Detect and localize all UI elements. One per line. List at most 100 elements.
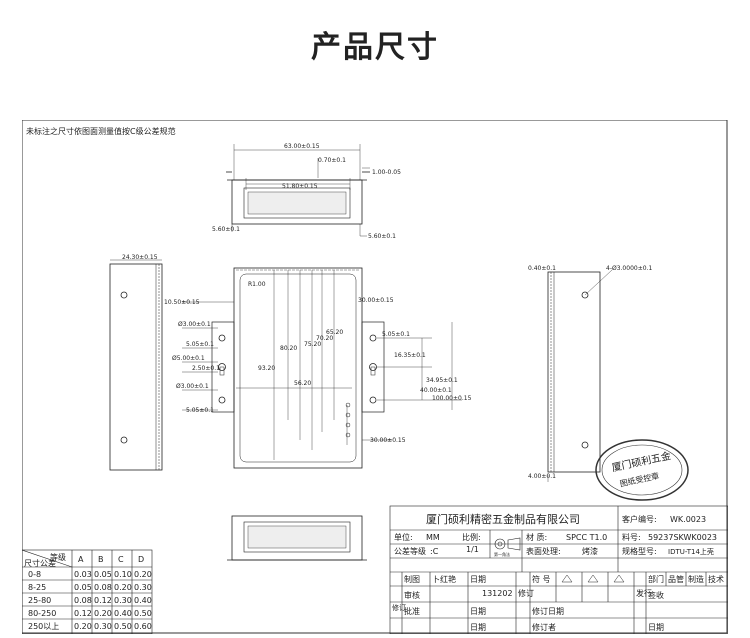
date-value: 131202: [482, 589, 513, 598]
dim-top-width: 63.00±0.15: [284, 143, 320, 150]
date-label-1: 日期: [470, 575, 486, 584]
tol-cell: 0.05: [94, 570, 112, 579]
dim-front-5-05r: 5.05±0.1: [382, 331, 410, 338]
first-angle-symbol: [494, 537, 521, 551]
spec-value: IDTU-T14上壳: [668, 547, 714, 556]
dept-0: 部门: [648, 574, 664, 584]
surface-label: 表面处理:: [526, 546, 561, 556]
tol-cell: 0.40: [134, 596, 152, 605]
dim-front-34: 34.95±0.1: [426, 377, 458, 384]
material-label: 材 质:: [526, 532, 547, 542]
tolerance-table: [21, 549, 153, 635]
tol-cell: 0.12: [94, 596, 112, 605]
tol-cell: 0.03: [74, 570, 92, 579]
dim-front-70: 70.20: [316, 335, 333, 342]
dept-2: 制造: [688, 574, 704, 584]
unit-label: 单位:: [394, 532, 413, 542]
tol-header-d: D: [138, 555, 144, 564]
part-no-label: 料号:: [622, 532, 641, 542]
tol-cell: 0.05: [74, 583, 92, 592]
dim-top-d2: 1.00-0.05: [372, 169, 401, 176]
dim-front-10-5: 10.50±0.15: [164, 299, 200, 306]
dim-front-hole3: Ø3.00±0.1: [176, 383, 209, 390]
reviser-label: 修订者: [532, 622, 556, 632]
scale-value: 1/1: [466, 545, 479, 554]
customer-no-label: 客户编号:: [622, 514, 657, 524]
general-note: 未标注之尺寸依图面测量值按C级公差规范: [26, 126, 176, 136]
dim-right-hole: 4-Ø3.0000±0.1: [606, 265, 652, 272]
tol-cell: 0.20: [74, 622, 92, 631]
tol-cell: 0.30: [94, 622, 112, 631]
dim-front-16: 16.35±0.1: [394, 352, 426, 359]
dim-front-93: 93.20: [258, 365, 275, 372]
tol-cell: 0.10: [114, 570, 132, 579]
customer-no: WK.0023: [670, 515, 706, 524]
dim-top-inner: 51.80±0.15: [282, 183, 318, 190]
tol-cell: 0.20: [94, 609, 112, 618]
drawing-border: [21, 119, 728, 634]
date-label-3: 日期: [470, 623, 486, 632]
symbol-label: 符 号: [532, 574, 551, 584]
dim-front-5-05b: 5.05±0.1: [186, 407, 214, 414]
dim-top-d1: 0.70±0.1: [318, 157, 346, 164]
tol-header-c: C: [118, 555, 124, 564]
surface-value: 烤漆: [582, 546, 598, 556]
part-no: 59237SKWK0023: [648, 533, 717, 542]
dim-front-r: R1.00: [248, 281, 266, 288]
front-view: [182, 267, 462, 469]
dim-front-40: 40.00±0.1: [420, 387, 452, 394]
approve-label: 批准: [404, 606, 420, 616]
unit-value: MM: [426, 533, 440, 542]
tol-grade-label: 公差等级: [394, 546, 426, 556]
dim-front-80: 80.20: [280, 345, 297, 352]
tol-cell: 0.30: [134, 583, 152, 592]
spec-label: 规格型号:: [622, 546, 657, 556]
dim-front-100: 100.00±0.15: [432, 395, 472, 402]
sign-label: 签收: [648, 590, 664, 600]
review-label: 审核: [404, 590, 420, 600]
symbol-caption: 第一角法: [494, 551, 510, 557]
company-name: 厦门硕利精密五金制品有限公司: [426, 512, 580, 526]
dim-right-t: 0.40±0.1: [528, 265, 556, 272]
draw-label: 制图: [404, 574, 420, 584]
dim-front-75: 75.20: [304, 341, 321, 348]
dim-front-2-5: 2.50±0.1: [192, 365, 220, 372]
tol-range: 80-250: [28, 609, 56, 618]
stamp-sub: 图纸受控章: [619, 470, 660, 488]
tol-range: 8-25: [28, 583, 46, 592]
page-title: 产品尺寸: [311, 30, 439, 65]
control-stamp: [595, 439, 689, 501]
tol-range: 0-8: [28, 570, 41, 579]
release-label: 发行: [636, 588, 652, 598]
side-revise: 修订: [392, 603, 406, 612]
top-view: [226, 144, 370, 237]
tol-headers: A B C D: [78, 555, 144, 564]
material-value: SPCC T1.0: [566, 533, 607, 542]
tol-cell: 0.12: [74, 609, 92, 618]
tol-corner-bottom: 尺寸公差: [24, 558, 56, 568]
tol-cell: 0.40: [114, 609, 132, 618]
dim-front-hole1: Ø3.00±0.1: [178, 321, 211, 328]
tol-grade: :C: [430, 547, 439, 556]
dim-front-30-bot: 30.00±0.15: [370, 437, 406, 444]
dim-front-56: 56.20: [294, 380, 311, 387]
revise-label: 修订: [518, 588, 534, 598]
tol-range: 25-80: [28, 596, 51, 605]
date-label-4: 日期: [648, 623, 664, 632]
tol-cell: 0.60: [134, 622, 152, 631]
revision-marks: [561, 574, 625, 583]
dim-top-right-off: 5.60±0.1: [368, 233, 396, 240]
dim-front-5-05a: 5.05±0.1: [186, 341, 214, 348]
tol-cell: 0.50: [114, 622, 132, 631]
scale-label: 比例:: [462, 532, 481, 542]
drawer-name: 卜红艳: [432, 574, 456, 584]
engineering-drawing: 未标注之尺寸依图面测量值按C级公差规范 63.00±0.15 0.70±0.1 …: [21, 119, 729, 635]
revise-date-label: 修订日期: [532, 606, 564, 616]
right-view: [547, 269, 613, 482]
tol-header-a: A: [78, 555, 84, 564]
tol-cell: 0.50: [134, 609, 152, 618]
tol-cell: 0.08: [94, 583, 112, 592]
dim-left-width: 24.30±0.15: [122, 254, 158, 261]
tol-header-b: B: [98, 555, 104, 564]
